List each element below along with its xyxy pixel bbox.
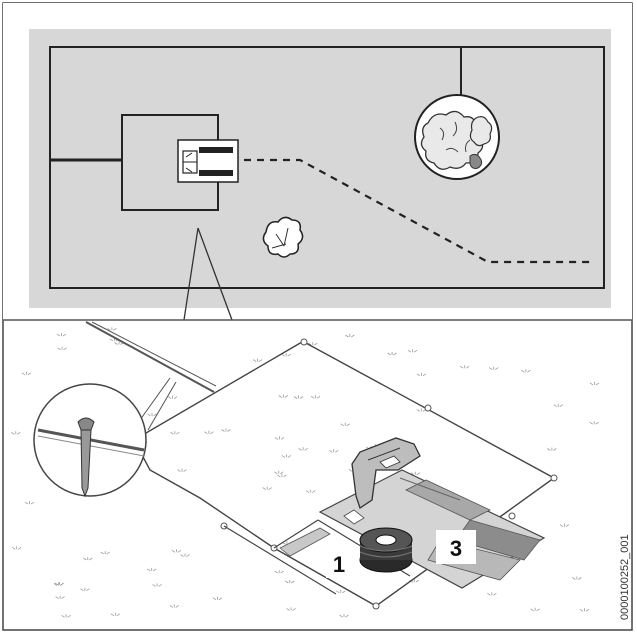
grass-tuft	[57, 346, 67, 351]
grass-tuft	[21, 371, 32, 376]
grass-tuft	[387, 352, 397, 356]
figure-id: 0000100252_001	[619, 534, 631, 620]
grass-tuft	[110, 612, 121, 617]
bush-icon	[262, 216, 304, 258]
flower-bed-icon	[414, 94, 500, 180]
guide-wire	[244, 158, 592, 264]
charging-station-icon	[177, 139, 239, 183]
grass-tuft	[55, 595, 65, 599]
boundary-wire-perspective	[85, 321, 217, 431]
grass-tuft	[274, 470, 284, 475]
callout-1-box	[326, 548, 352, 578]
grass-tuft	[146, 567, 157, 572]
grass-tuft	[11, 431, 21, 435]
grass-tuft	[410, 471, 421, 476]
grass-tuft	[278, 394, 289, 398]
grass-tuft	[281, 454, 292, 458]
grass-tuft	[277, 473, 287, 478]
grass-tuft	[328, 449, 339, 453]
grass-tuft	[83, 557, 93, 561]
grass-tuft	[298, 447, 308, 451]
grass-tuft	[459, 365, 470, 369]
grass-tuft	[204, 430, 214, 435]
grass-tuft	[80, 587, 90, 592]
grass-tuft	[285, 580, 295, 584]
grass-tuft	[262, 486, 272, 490]
grass-tuft	[336, 589, 346, 594]
grass-tuft	[212, 596, 223, 601]
grass-tuft	[274, 436, 285, 440]
grass-tuft	[169, 604, 179, 608]
grass-tuft	[407, 349, 418, 353]
peg-icon	[33, 383, 147, 498]
wire-spool-icon	[359, 527, 413, 573]
grass-tuft	[579, 608, 590, 612]
grass-tuft	[416, 372, 427, 377]
grass-tuft	[171, 549, 182, 553]
grass-tuft	[56, 333, 67, 337]
grass-tuft	[147, 412, 157, 417]
grass-tuft	[61, 614, 71, 618]
grass-tuft	[281, 353, 291, 357]
grass-tuft	[107, 327, 117, 331]
lawn-area	[29, 29, 611, 308]
grass-tuft	[286, 607, 296, 611]
grass-tuft	[530, 607, 540, 612]
grass-tuft	[553, 403, 563, 408]
grass-tuft	[559, 523, 570, 527]
grass-tuft	[170, 431, 180, 435]
grass-tuft	[180, 553, 190, 557]
grass-tuft	[305, 489, 316, 493]
grass-tuft	[293, 395, 304, 399]
grass-tuft	[589, 381, 600, 386]
grass-tuft	[572, 576, 582, 580]
grass-tuft	[488, 366, 499, 370]
grass-tuft	[221, 428, 231, 432]
grass-tuft	[589, 421, 599, 425]
zoom-wedge	[183, 227, 233, 321]
grass-tuft	[53, 582, 64, 586]
grass-tuft	[167, 395, 178, 399]
plan-view	[3, 3, 632, 321]
grass-tuft	[100, 551, 110, 555]
callout-3-box	[436, 530, 476, 564]
detail-view: 1 3	[11, 321, 600, 618]
grass-tuft	[24, 501, 35, 505]
grass-tuft	[339, 614, 349, 618]
grass-tuft	[152, 583, 162, 587]
grass-tuft	[11, 546, 22, 550]
grass-tuft	[487, 592, 497, 596]
grass-tuft	[177, 468, 187, 472]
callout-3: 3	[450, 536, 462, 561]
grass-tuft	[252, 358, 263, 362]
grass-tuft	[340, 422, 350, 427]
grass-tuft	[547, 447, 557, 451]
grass-tuft	[521, 369, 531, 373]
grass-tuft	[310, 395, 321, 399]
grass-tuft	[345, 334, 355, 338]
callout-1: 1	[333, 552, 345, 577]
grass-tuft	[274, 570, 284, 574]
grass-tuft	[308, 342, 318, 346]
